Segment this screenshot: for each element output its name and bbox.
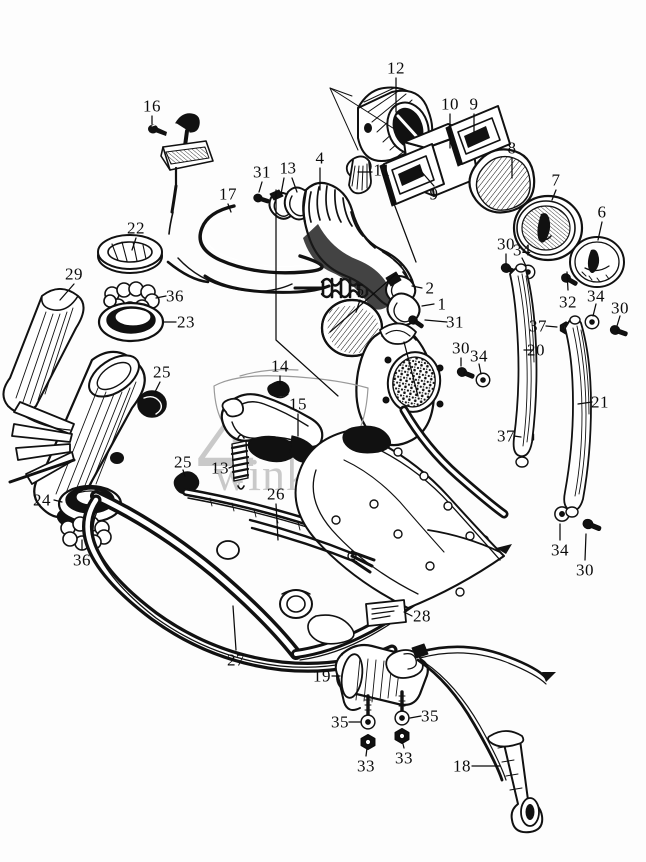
callout-battery-holder-band: 15 [289, 394, 307, 414]
callout-frame-side-stay-left: 20 [527, 340, 545, 360]
callout-ignition-coil: 19 [313, 666, 331, 686]
callout-air-cleaner-cover: 8 [507, 138, 517, 158]
callout-grommet-frame: 25 [174, 452, 192, 472]
callout-steel-ball-set-upper: 36 [166, 286, 184, 306]
callout-screw-hose-clamp: 31 [446, 312, 464, 332]
callout-air-cleaner-plate-lower: 9 [429, 184, 439, 204]
callout-throttle-cable: 17 [219, 184, 237, 204]
callout-screw: 16 [143, 96, 161, 116]
callout-nut-lower: 37 [497, 426, 515, 446]
callout-frame-side-stay-right: 21 [591, 392, 609, 412]
callout-washer-right: 34 [587, 286, 605, 306]
callout-air-cleaner-plate-upper: 9 [469, 94, 479, 114]
callout-bolt-center: 30 [452, 338, 470, 358]
callout-spring-hook: 13 [211, 458, 229, 478]
callout-clamp-band: 3 [287, 158, 297, 178]
callout-rubber-cushion: 14 [271, 356, 289, 376]
callout-steering-top-cone: 23 [177, 312, 195, 332]
callout-washer-center: 34 [470, 346, 488, 366]
callout-nut-coil-left: 33 [357, 756, 375, 776]
callout-ignition-coil-cover: 29 [65, 264, 83, 284]
callout-frame-serial-plate: 28 [413, 606, 431, 626]
callout-frame-cross-tube: 26 [267, 484, 285, 504]
callout-clamp-hose-upper: 2 [425, 278, 435, 298]
callout-washer-lower-right: 34 [551, 540, 569, 560]
callout-steering-cone-race: 22 [127, 218, 145, 238]
callout-spark-plug-cap: 18 [453, 756, 471, 776]
callout-screw-emblem: 32 [559, 292, 577, 312]
callout-frame-body-main: 27 [227, 650, 245, 670]
callout-steel-ball-set-lower: 36 [73, 550, 91, 570]
callout-air-cleaner-connecting-tube: 4 [315, 148, 325, 168]
callout-nut-upper: 37 [529, 316, 547, 336]
callout-air-cleaner-element: 10 [441, 94, 459, 114]
callout-nut-coil-right: 33 [395, 748, 413, 768]
callout-washer-coil-left: 35 [331, 712, 349, 732]
callout-bolt-upper-right: 30 [497, 234, 515, 254]
callout-emblem-large: 7 [551, 170, 561, 190]
callout-fuel-tank-cap: 5 [355, 280, 365, 300]
callout-steering-bottom-cone: 24 [33, 490, 51, 510]
callout-clamp-hose-lower: 1 [437, 294, 447, 314]
callout-air-cleaner-case: 12 [387, 58, 405, 78]
callout-emblem-small: 6 [597, 202, 607, 222]
callout-bolt-lower-right: 30 [576, 560, 594, 580]
callout-washer-coil-right: 35 [421, 706, 439, 726]
callout-clamp-small: 1 [279, 158, 289, 178]
callout-rubber-grommet: 25 [153, 362, 171, 382]
callout-air-cleaner-tube: 11 [373, 160, 391, 180]
callout-washer-upper-right: 34 [513, 240, 531, 260]
callout-bolt-right: 30 [611, 298, 629, 318]
callout-screw-clamp: 31 [253, 162, 271, 182]
